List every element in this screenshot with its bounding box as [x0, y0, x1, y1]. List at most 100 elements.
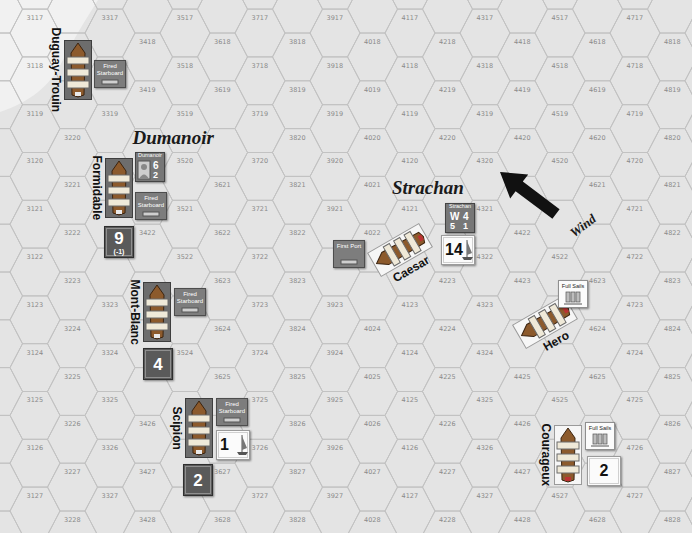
hex-number: 3119 — [27, 110, 44, 118]
hex-cell — [198, 511, 248, 533]
hex-number: 4718 — [627, 62, 644, 70]
hex-number: 4822 — [664, 229, 681, 237]
hex-number: 4026 — [364, 420, 381, 428]
counter-face — [106, 159, 133, 218]
hex-cell — [235, 200, 285, 248]
hex-number: 3225 — [64, 373, 81, 381]
hex-number: 4117 — [402, 14, 419, 22]
hex-cell — [685, 344, 692, 392]
hex-number: 3117 — [27, 14, 44, 22]
hex-number: 4518 — [552, 62, 569, 70]
hex-number: 3627 — [214, 468, 231, 476]
hex-number: 3324 — [102, 349, 119, 357]
hex-cell — [235, 105, 285, 153]
hex-number: 4123 — [402, 301, 419, 309]
hex-number: 4519 — [552, 110, 569, 118]
full-sails-marker: Full Sails — [558, 280, 588, 308]
ship-flag — [116, 210, 122, 214]
hex-cell — [685, 439, 692, 487]
icon-sail — [593, 434, 597, 444]
hex-cell — [198, 81, 248, 129]
hex-cell — [385, 0, 435, 9]
hex-cell — [610, 200, 660, 248]
hex-number: 3718 — [252, 62, 269, 70]
hex-number: 3123 — [27, 301, 44, 309]
ship-sail — [404, 231, 421, 254]
hex-cell — [273, 33, 323, 81]
hex-number: 3427 — [139, 468, 156, 476]
hex-cell — [348, 272, 398, 320]
hex-cell — [573, 81, 623, 129]
wind-arrow — [500, 172, 560, 219]
hex-cell — [648, 224, 692, 272]
damage-counter: 4 — [143, 348, 173, 380]
icon-hull — [237, 452, 248, 455]
counter-face — [184, 465, 213, 496]
hex-cell — [648, 320, 692, 368]
hex-cell — [573, 272, 623, 320]
hex-cell — [235, 248, 285, 296]
commander-text: 2 — [153, 171, 158, 180]
hex-number: 4224 — [439, 325, 456, 333]
hex-number: 4021 — [364, 181, 381, 189]
hex-cell — [348, 33, 398, 81]
hex-number: 3325 — [102, 396, 119, 404]
hex-cell — [423, 511, 473, 533]
hex-number: 3826 — [289, 420, 306, 428]
hex-cell — [198, 224, 248, 272]
marker-text: Fired Starboard — [95, 63, 125, 76]
hex-cell — [385, 296, 435, 344]
hex-cell — [310, 153, 360, 201]
commander-text: 1 — [463, 222, 468, 231]
hex-number: 4825 — [664, 373, 681, 381]
hex-cell — [123, 0, 173, 33]
hex-cell — [498, 368, 548, 416]
hex-cell — [273, 176, 323, 224]
hex-number: 4720 — [627, 157, 644, 165]
hex-number: 3924 — [327, 349, 344, 357]
hex-cell — [610, 153, 660, 201]
hex-number: 4418 — [514, 38, 531, 46]
hex-cell — [498, 81, 548, 129]
hex-cell — [685, 105, 692, 153]
counter-face — [175, 289, 206, 316]
hex-cell — [648, 272, 692, 320]
hex-cell — [648, 368, 692, 416]
hex-cell — [310, 344, 360, 392]
ship-sail — [188, 439, 210, 446]
hex-cell — [235, 344, 285, 392]
marker-bar — [224, 418, 240, 422]
counter-face — [217, 399, 248, 426]
counter-face — [586, 423, 615, 450]
hex-number: 4827 — [664, 468, 681, 476]
hex-number: 3223 — [64, 277, 81, 285]
hex-cell — [48, 415, 98, 463]
hex-cell — [0, 320, 23, 368]
hex-cell — [423, 463, 473, 511]
hex-number: 4225 — [439, 373, 456, 381]
hex-cell — [85, 0, 135, 9]
hex-number: 4024 — [364, 325, 381, 333]
hex-number: 3426 — [139, 420, 156, 428]
hex-number: 4320 — [477, 157, 494, 165]
hex-cell — [123, 81, 173, 129]
hex-cell — [160, 153, 210, 201]
hex-cell — [685, 248, 692, 296]
hex-cell — [273, 0, 323, 33]
hex-cell — [385, 344, 435, 392]
hex-cell — [610, 296, 660, 344]
icon-sail — [566, 292, 570, 302]
hex-number: 4118 — [402, 62, 419, 70]
hex-number: 3125 — [27, 396, 44, 404]
hex-cell — [685, 0, 692, 9]
hex-number: 3825 — [289, 373, 306, 381]
hex-cell — [85, 344, 135, 392]
counter-face — [334, 241, 365, 268]
hex-cell — [573, 0, 623, 33]
hex-number: 4826 — [664, 420, 681, 428]
hex-cell — [0, 129, 23, 177]
hex-cell — [648, 0, 692, 33]
hex-cell — [648, 176, 692, 224]
counter-face — [95, 61, 126, 88]
